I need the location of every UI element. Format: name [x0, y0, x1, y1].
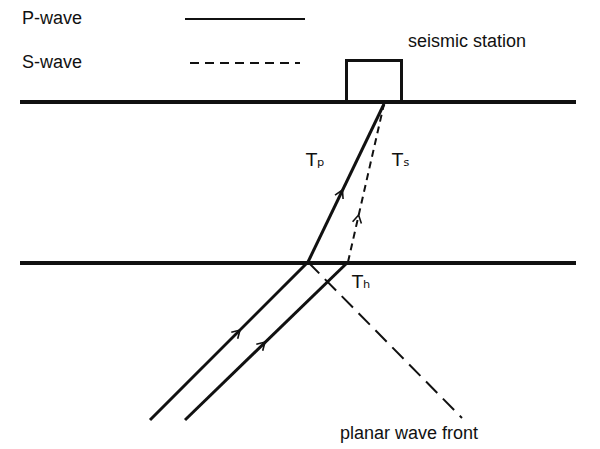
ray-arrowhead [335, 190, 343, 199]
station-box: seismic station [345, 59, 403, 103]
layer-interface [20, 261, 576, 265]
travel-time-label: Tₚ [306, 150, 325, 170]
p-wave-sample [185, 18, 305, 20]
ground-surface [20, 100, 576, 104]
s-wave-ray [348, 104, 384, 262]
travel-time-label: Tₛ [392, 150, 410, 170]
legend-text: P-wave [22, 9, 82, 29]
travel-time-label: Tₕ [352, 272, 370, 292]
ray-arrowhead [256, 342, 265, 351]
ray-arrowhead [231, 330, 240, 339]
wave-front-line [308, 262, 462, 418]
incoming-ray [150, 262, 308, 420]
legend-text: S-wave [22, 53, 82, 73]
incoming-ray [185, 262, 348, 420]
wave-front-label: planar wave front [340, 424, 478, 444]
ray-arrowhead [353, 215, 362, 224]
p-wave-ray [308, 104, 384, 262]
s-wave-sample [190, 62, 300, 64]
station-label: seismic station [408, 32, 526, 52]
